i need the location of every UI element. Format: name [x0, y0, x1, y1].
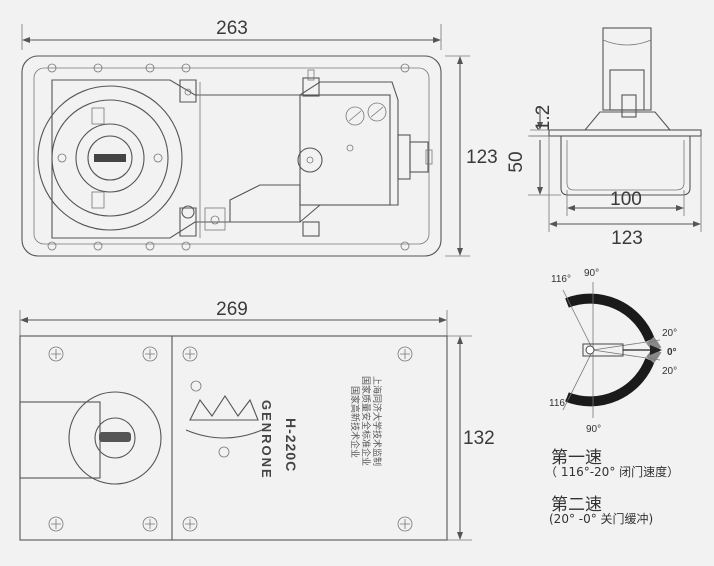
side-body	[560, 136, 691, 196]
angle-90-bottom: 90°	[586, 424, 601, 435]
bottom-width-label: 269	[216, 299, 248, 320]
arc-first-speed-bottom	[565, 358, 655, 407]
bottom-screws	[48, 346, 413, 532]
side-view: 1.2 50 100 123	[506, 27, 702, 249]
side-plate-label: 1.2	[533, 105, 554, 131]
side-depth-label: 50	[506, 151, 527, 172]
cover-note-2: 国家质量安全标准企业	[360, 376, 372, 466]
brand-crown-logo	[185, 380, 263, 458]
angle-116-top: 116°	[551, 274, 571, 285]
cover-model-text: H-220C	[283, 418, 299, 472]
side-inner-label: 100	[610, 189, 642, 210]
second-speed-title: 第二速	[551, 495, 602, 515]
angle-20-top: 20°	[662, 328, 677, 339]
dimension-bottom-height: 132	[447, 335, 495, 541]
cover-note-1: 国家高新技术企业	[349, 386, 361, 458]
top-plate-inner	[33, 67, 430, 245]
dimension-side-outer: 123	[548, 136, 702, 249]
dimension-bottom-width: 269	[19, 299, 448, 336]
dimension-side-depth: 50	[506, 135, 561, 196]
dimension-side-inner: 100	[566, 189, 685, 216]
angle-20-bottom: 20°	[662, 366, 677, 377]
first-speed-desc: （ 116°-20° 闭门速度）	[545, 465, 680, 479]
bottom-spindle-circle	[68, 391, 162, 485]
angle-0: 0°	[667, 347, 677, 358]
angle-diagram: 116° 90° 20° 0° 20° 116° 90°	[549, 268, 677, 435]
cover-brand-text: GENRONE	[259, 400, 274, 480]
top-width-label: 263	[216, 18, 248, 39]
dimension-top-width: 263	[21, 18, 442, 50]
top-view: 263 123	[21, 18, 498, 257]
bottom-height-label: 132	[463, 428, 495, 449]
top-plate-outline	[21, 55, 442, 257]
dimension-top-height: 123	[445, 55, 498, 257]
side-outer-label: 123	[611, 228, 643, 249]
top-mechanism	[37, 69, 433, 239]
top-screw-holes	[47, 63, 410, 251]
second-speed-desc: (20° -0° 关门缓冲)	[549, 512, 654, 526]
bottom-view: 269 132	[19, 299, 495, 541]
cover-note-3: 上海同济大学技术监制	[371, 376, 383, 466]
top-height-label: 123	[466, 147, 498, 168]
close-direction-arrow	[650, 345, 662, 355]
first-speed-title: 第一速	[551, 448, 602, 468]
angle-116-bottom: 116°	[549, 398, 569, 409]
angle-90-top: 90°	[584, 268, 599, 279]
arc-first-speed-top	[565, 293, 655, 342]
dimension-side-plate: 1.2	[530, 105, 554, 137]
